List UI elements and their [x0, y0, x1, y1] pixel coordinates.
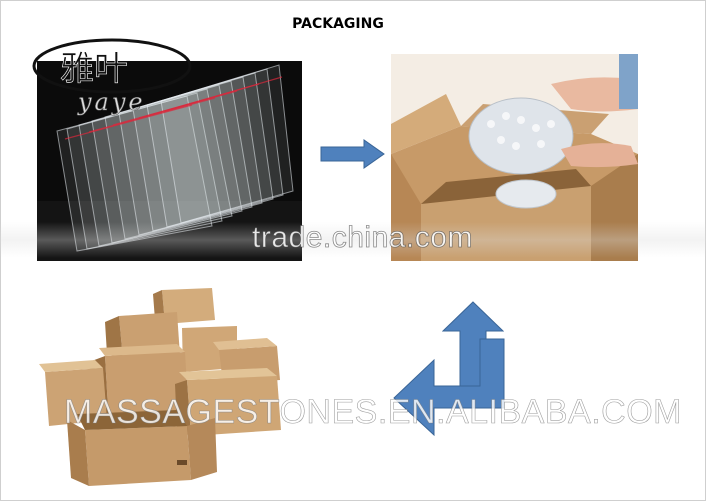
boxes-photo [37, 280, 299, 490]
boxing-photo [391, 54, 638, 261]
arrow-left-bent-icon [393, 338, 505, 437]
logo-latin: yaye [77, 88, 146, 116]
massagestones-watermark: MASSAGESTONES.EN.ALIBABA.COM [64, 393, 682, 432]
yaye-logo: 雅叶 yaye [32, 38, 192, 116]
boxes-illustration [37, 280, 299, 490]
arrow-right-icon [320, 139, 385, 169]
trade-watermark: trade.china.com [252, 221, 473, 255]
bags-illustration [37, 61, 302, 261]
watermark-band [0, 222, 706, 258]
logo-chinese: 雅叶 [60, 49, 128, 89]
page-title: PACKAGING [292, 16, 384, 32]
boxing-illustration [391, 54, 638, 261]
opp-bags-photo [37, 61, 302, 261]
